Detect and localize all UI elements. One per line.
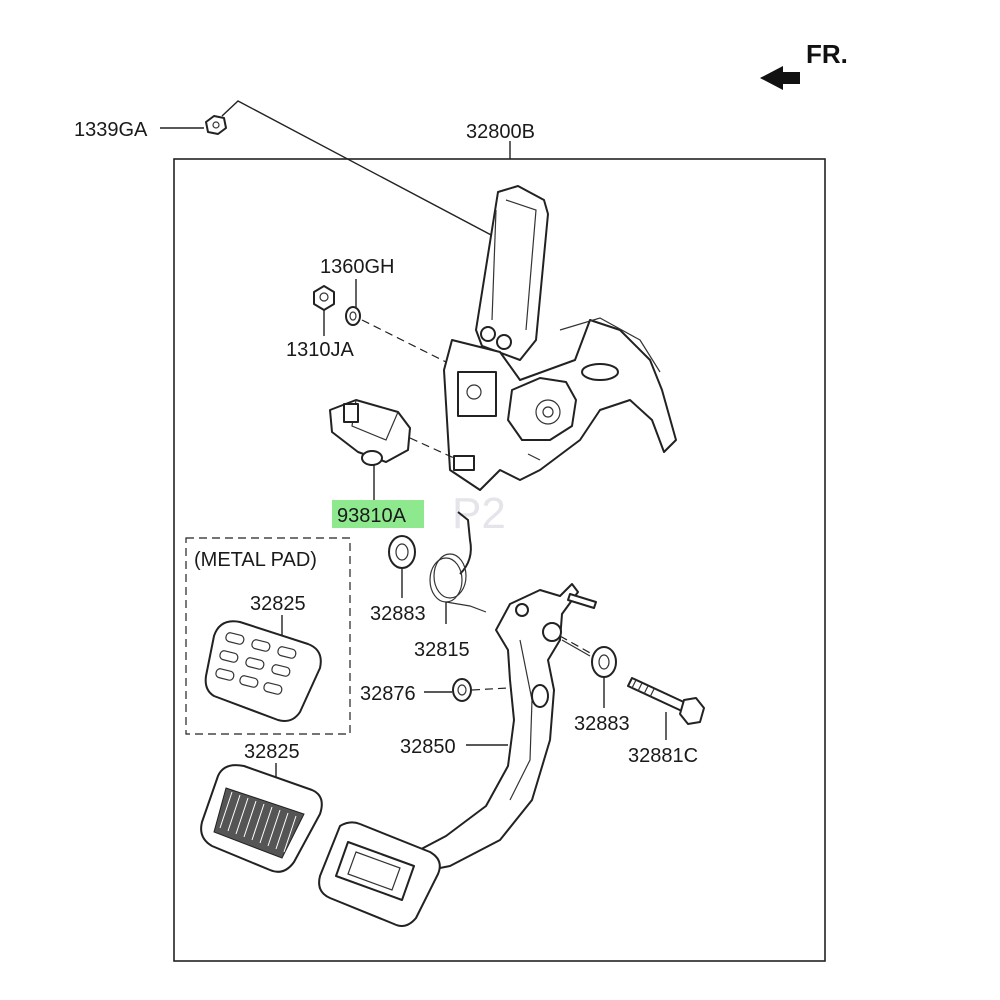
return-spring xyxy=(429,511,487,613)
callout-assembly: 32800B xyxy=(466,121,535,143)
callout-bolt: 32881C xyxy=(628,745,698,767)
rubber-pad xyxy=(200,764,323,873)
pedal-foot-plate xyxy=(318,821,441,927)
bushing-right xyxy=(591,646,617,678)
callout-stopper: 32876 xyxy=(360,683,416,705)
bushing-left xyxy=(388,535,416,569)
washer-1360-icon xyxy=(345,306,361,326)
metal-pad-inset xyxy=(185,537,351,735)
callout-bushing-left: 32883 xyxy=(370,603,426,625)
switch-callout-highlight xyxy=(332,500,424,528)
direction-indicator: FR. xyxy=(760,39,848,90)
arrow-forward-icon xyxy=(760,66,800,90)
callout-switch[interactable]: 93810A xyxy=(337,505,407,527)
callout-pedal-arm: 32850 xyxy=(400,736,456,758)
callout-spring: 32815 xyxy=(414,639,470,661)
stopper xyxy=(452,678,472,702)
callout-washer-1360: 1360GH xyxy=(320,256,395,278)
callout-nut-1339: 1339GA xyxy=(74,119,148,141)
callout-metal-pad: (METAL PAD) xyxy=(194,549,317,571)
nut-1310-icon xyxy=(313,285,335,311)
callout-bushing-right: 32883 xyxy=(574,713,630,735)
metal-pad xyxy=(204,620,322,722)
pedal-arm xyxy=(407,583,597,873)
nut-1339-icon xyxy=(205,115,227,135)
callout-nut-1310: 1310JA xyxy=(286,339,354,361)
direction-label: FR. xyxy=(806,39,848,69)
callout-pad-metal: 32825 xyxy=(250,593,306,615)
callout-pad-rubber: 32825 xyxy=(244,741,300,763)
stop-lamp-switch xyxy=(329,399,411,466)
assembly-box xyxy=(173,158,826,962)
pedal-bracket xyxy=(443,185,677,491)
pivot-bolt xyxy=(627,677,705,725)
